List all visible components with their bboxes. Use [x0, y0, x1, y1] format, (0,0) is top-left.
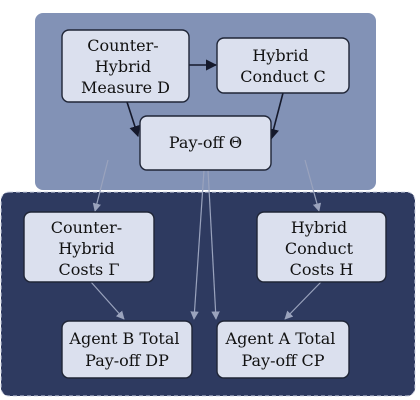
node-text-line: Pay-off CP: [241, 351, 324, 370]
edge-counter-hybrid-measure-to-payoff: [126, 101, 141, 138]
svg-text:Hybrid Conduct C: Hybrid Conduct C: [240, 46, 325, 86]
node-text-line: Hybrid: [252, 46, 308, 65]
node-box: [61, 29, 190, 103]
node-box: [61, 320, 193, 379]
node-text-line: Conduct: [285, 239, 354, 258]
node-hybrid-conduct: Hybrid Conduct C: [216, 37, 350, 94]
node-counter-hybrid-measure: Counter- Hybrid Measure D: [61, 29, 190, 103]
node-counter-hybrid-costs: Counter- Hybrid Costs Γ: [23, 211, 155, 283]
edge-hybrid-conduct-to-payoff: [268, 92, 284, 141]
node-hybrid-conduct-costs: Hybrid Conduct Costs H: [256, 211, 387, 283]
node-text-line: Counter-: [51, 218, 122, 237]
edges-layer: [90, 59, 322, 320]
edge-hybrid-conduct-to-hybrid-conduct-costs: [304, 159, 322, 212]
svg-text:Counter- Hybrid Me: Counter- Hybrid Measure D: [81, 36, 170, 97]
edge-hybrid-conduct-costs-to-agent-a-total: [284, 281, 322, 320]
node-text-line: Agent B Total: [68, 329, 179, 348]
node-box: [256, 211, 387, 283]
node-text-line: Counter-: [87, 36, 158, 55]
svg-text:Agent B Total Pay-off DP: Agent B Total Pay-off DP: [68, 329, 184, 370]
node-text-line: Pay-off Θ: [169, 133, 242, 152]
node-text-line: Agent A Total: [225, 329, 336, 348]
edge-counter-hybrid-costs-to-agent-b-total: [90, 281, 125, 320]
node-agent-a-total: Agent A Total Pay-off CP: [216, 320, 350, 379]
node-box: [23, 211, 155, 283]
edge-payoff-to-agent-a-total: [207, 169, 220, 320]
node-text-line: Hybrid: [95, 57, 151, 76]
node-box: [216, 37, 350, 94]
node-payoff: Pay-off Θ: [139, 115, 272, 171]
edge-payoff-to-agent-b-total: [190, 169, 205, 320]
node-text-line: Hybrid: [291, 218, 347, 237]
svg-text:Agent A Total Pay-off CP: Agent A Total Pay-off CP: [225, 329, 341, 370]
node-text-line: Conduct C: [240, 67, 325, 86]
svg-text:Pay-off Θ: Pay-off Θ: [169, 133, 242, 152]
node-text-line: Measure D: [81, 78, 170, 97]
node-agent-b-total: Agent B Total Pay-off DP: [61, 320, 193, 379]
edge-counter-hybrid-measure-to-counter-hybrid-costs: [92, 159, 109, 212]
node-text-line: Hybrid: [58, 239, 114, 258]
node-text-line: Pay-off DP: [85, 351, 169, 370]
node-box: [139, 115, 272, 171]
svg-text:Hybrid Conduct Cos: Hybrid Conduct Costs H: [285, 218, 358, 279]
node-text-line: Costs H: [290, 260, 354, 279]
node-box: [216, 320, 350, 379]
svg-text:Counter- Hybrid Co: Counter- Hybrid Costs Γ: [51, 218, 128, 279]
node-text-line: Costs Γ: [59, 260, 120, 279]
